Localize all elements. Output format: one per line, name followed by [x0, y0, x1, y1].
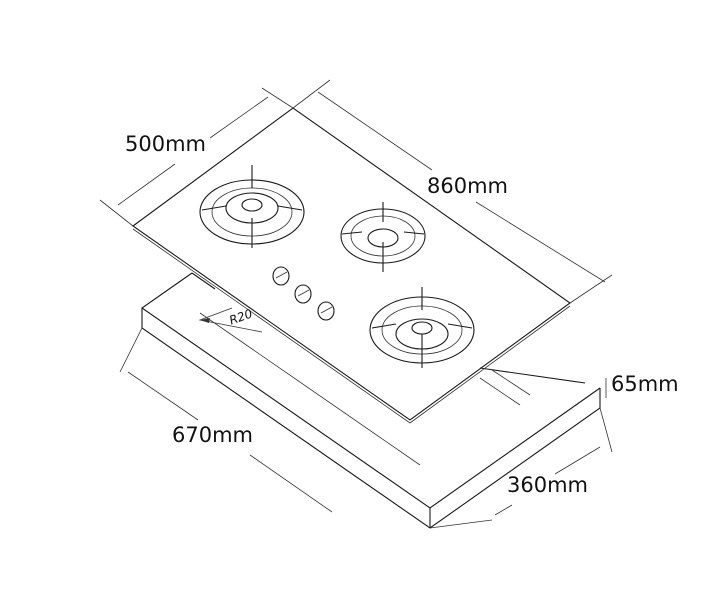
- dimension-lines: [99, 79, 613, 529]
- cutout-height-label: 65mm: [611, 372, 679, 396]
- knob: [317, 301, 335, 321]
- control-knobs: [272, 266, 335, 321]
- cutout-block: [141, 272, 601, 529]
- burner-left: [199, 165, 305, 248]
- knob: [294, 284, 312, 304]
- cutout-width-label: 670mm: [172, 423, 253, 447]
- burner-right: [369, 287, 475, 368]
- depth-label: 500mm: [125, 132, 206, 156]
- burner-middle: [340, 202, 426, 272]
- knob: [272, 266, 290, 286]
- cutout-depth-label: 360mm: [507, 473, 588, 497]
- radius-callout: [198, 307, 263, 333]
- width-label: 860mm: [427, 174, 508, 198]
